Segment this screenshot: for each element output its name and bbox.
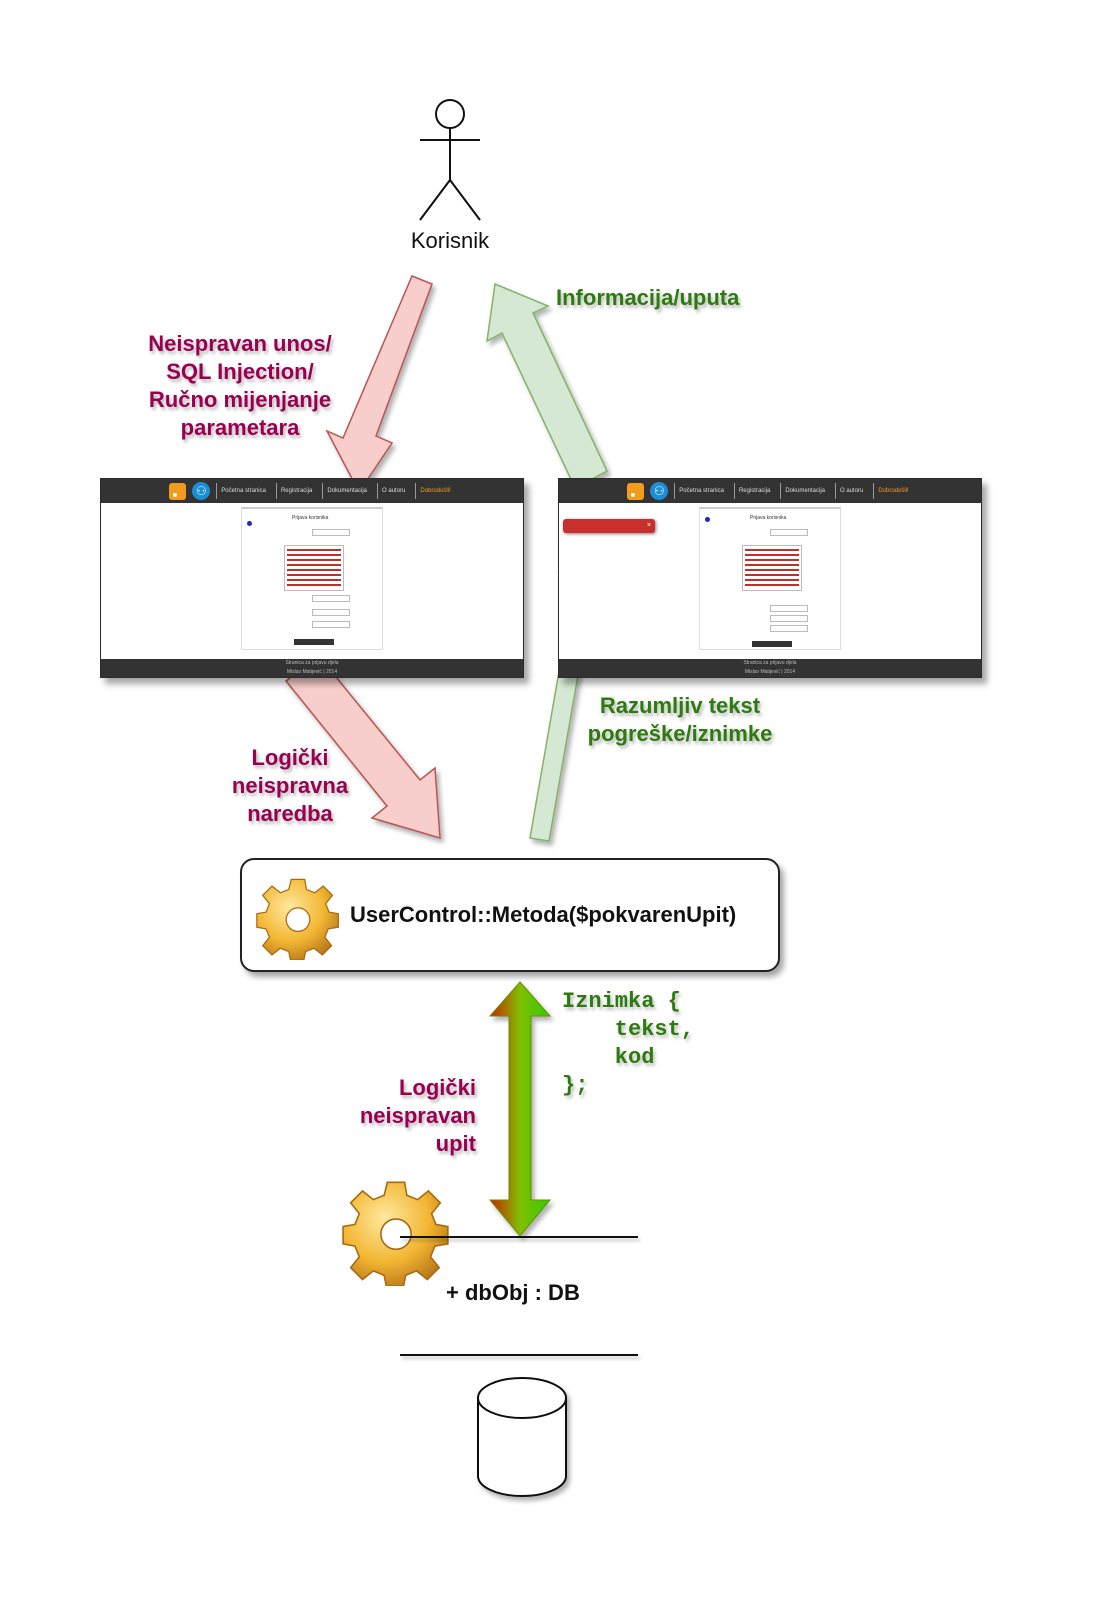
nav-item: Registracija: [733, 483, 774, 499]
label-line: upit: [435, 1131, 476, 1156]
form-field: [770, 605, 808, 612]
gear-icon: [256, 878, 339, 960]
nav-item: Početna stranica: [216, 483, 270, 499]
bullet-dot: [705, 517, 710, 522]
db-class-bottom-line: [400, 1354, 638, 1356]
form-title: Prijava korisnika: [292, 515, 329, 521]
error-message-box: ×: [563, 519, 655, 533]
label-user-to-page: Neispravan unos/ SQL Injection/ Ručno mi…: [130, 330, 350, 442]
label-line: neispravan: [359, 1103, 476, 1128]
label-line: parametara: [180, 415, 300, 440]
form-field: [770, 625, 808, 632]
label-line: Logički: [251, 745, 329, 770]
screenshot-footer: Stranica za prijavu djela Mislav Matijev…: [101, 659, 523, 677]
actor-label: Korisnik: [410, 228, 490, 253]
form-field: [312, 595, 350, 602]
label-line: naredba: [247, 801, 333, 826]
label-line: pogreške/iznimke: [587, 721, 773, 746]
form-button: [752, 641, 792, 647]
screenshot-header: ⚇ Početna stranica Registracija Dokument…: [559, 479, 981, 503]
accessibility-icon: ⚇: [192, 482, 211, 500]
label-line: Logički: [398, 1075, 476, 1100]
label-line: Razumljiv tekst: [599, 693, 761, 718]
exception-code: Iznimka { tekst, kod };: [562, 989, 695, 1098]
form-title: Prijava korisnika: [750, 515, 787, 521]
form-field: [770, 529, 808, 536]
db-object-label: + dbObj : DB: [446, 1280, 580, 1305]
db-class-top-line: [400, 1236, 638, 1238]
nav-item: Početna stranica: [674, 483, 728, 499]
nav-item: Registracija: [275, 483, 316, 499]
footer-line: Stranica za prijavu djela: [285, 660, 339, 666]
label-page-to-user: Informacija/uputa: [556, 285, 740, 310]
footer-line: Stranica za prijavu djela: [743, 660, 797, 666]
arrow-method-db: [488, 981, 552, 1237]
label-line: SQL Injection/: [166, 359, 314, 384]
form-field: [312, 621, 350, 628]
label-method-to-page: Razumljiv tekst pogreške/iznimke: [570, 692, 790, 748]
screenshot-footer: Stranica za prijavu djela Mislav Matijev…: [559, 659, 981, 677]
label-line: Neispravan unos/: [148, 331, 332, 356]
form-field: [312, 609, 350, 616]
form-textarea: [284, 545, 344, 591]
close-icon: ×: [646, 522, 651, 529]
label-method-db: Logički neispravan upit: [346, 1074, 476, 1158]
label-line: neispravna: [231, 773, 349, 798]
rss-icon: [169, 482, 187, 500]
accessibility-icon: ⚇: [650, 482, 669, 500]
method-box: UserControl::Metoda($pokvarenUpit): [240, 858, 780, 972]
footer-line: Mislav Matijević | 2014: [286, 669, 338, 675]
rss-icon: [627, 482, 645, 500]
form-textarea: [742, 545, 802, 591]
form-field: [770, 615, 808, 622]
footer-line: Mislav Matijević | 2014: [744, 669, 796, 675]
form-field: [312, 529, 350, 536]
bullet-dot: [247, 521, 252, 526]
arrow-user-to-page: [325, 275, 433, 494]
screenshot-header: ⚇ Početna stranica Registracija Dokument…: [101, 479, 523, 503]
person-icon: [419, 99, 481, 221]
label-line: Ručno mijenjanje: [148, 387, 332, 412]
form-button: [294, 639, 334, 645]
arrow-page-to-user: [486, 282, 608, 492]
arrow-page-to-method: [284, 653, 441, 840]
screenshot-form: Prijava korisnika: [699, 507, 841, 650]
method-label: UserControl::Metoda($pokvarenUpit): [350, 902, 737, 927]
nav-item: Dobrodošli!: [873, 483, 912, 499]
screenshot-input-page: ⚇ Početna stranica Registracija Dokument…: [100, 478, 524, 678]
label-page-to-method: Logički neispravna naredba: [210, 744, 370, 828]
nav-item: O autoru: [377, 483, 409, 499]
nav-item: Dobrodošli!: [415, 483, 454, 499]
database-icon: [477, 1377, 567, 1497]
nav-item: Dokumentacija: [780, 483, 829, 499]
screenshot-form: Prijava korisnika: [241, 507, 383, 650]
nav-item: O autoru: [835, 483, 867, 499]
nav-item: Dokumentacija: [322, 483, 371, 499]
gear-icon: [342, 1181, 449, 1286]
screenshot-error-page: ⚇ Početna stranica Registracija Dokument…: [558, 478, 982, 678]
